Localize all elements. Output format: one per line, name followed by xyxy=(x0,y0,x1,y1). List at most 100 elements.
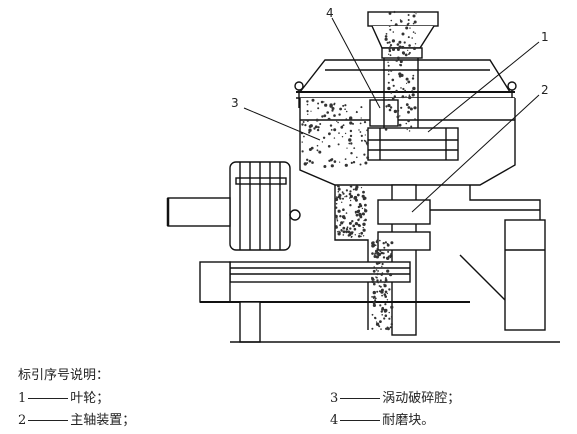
material-speckle xyxy=(362,226,364,229)
material-speckle xyxy=(358,225,360,228)
material-speckle xyxy=(347,230,351,234)
material-speckle xyxy=(355,213,359,217)
material-speckle xyxy=(411,37,414,39)
material-speckle xyxy=(385,106,388,108)
material-speckle xyxy=(362,235,365,237)
material-speckle xyxy=(337,190,340,193)
material-speckle xyxy=(339,231,341,234)
material-speckle xyxy=(341,215,346,219)
material-speckle xyxy=(345,195,348,198)
material-speckle xyxy=(386,41,389,44)
material-speckle xyxy=(383,281,386,284)
material-speckle xyxy=(331,109,334,112)
material-speckle xyxy=(336,219,339,222)
material-speckle xyxy=(306,100,309,103)
material-speckle xyxy=(375,322,380,326)
material-speckle xyxy=(379,320,382,323)
material-speckle xyxy=(339,224,342,227)
material-speckle xyxy=(374,252,377,255)
material-speckle xyxy=(405,103,409,106)
material-speckle xyxy=(360,139,363,142)
material-speckle xyxy=(352,188,355,191)
material-speckle xyxy=(333,103,336,106)
material-speckle xyxy=(361,207,364,210)
material-speckle xyxy=(376,290,379,293)
material-speckle xyxy=(384,241,387,244)
material-speckle xyxy=(364,209,366,211)
material-speckle xyxy=(377,270,379,272)
legend-item-1-text: 叶轮； xyxy=(70,391,110,406)
material-speckle xyxy=(395,89,398,93)
material-speckle xyxy=(409,27,411,29)
material-speckle xyxy=(320,100,324,104)
material-speckle xyxy=(407,19,410,21)
material-speckle xyxy=(348,138,352,142)
material-speckle xyxy=(378,262,381,265)
material-speckle xyxy=(366,129,368,132)
material-speckle xyxy=(405,26,409,30)
material-speckle xyxy=(399,19,402,21)
material-speckle xyxy=(411,77,415,80)
material-speckle xyxy=(341,136,344,138)
material-speckle xyxy=(335,202,338,205)
material-speckle xyxy=(397,112,399,114)
material-speckle xyxy=(342,124,345,127)
material-speckle xyxy=(384,290,388,294)
material-speckle xyxy=(412,46,417,51)
material-speckle xyxy=(352,161,356,164)
legend-item-2-num: 2 xyxy=(18,413,27,428)
material-speckle xyxy=(390,92,393,94)
material-speckle xyxy=(360,134,363,137)
material-speckle xyxy=(380,290,384,294)
material-speckle xyxy=(379,239,381,242)
legend-item-3-text: 涡动破碎腔； xyxy=(382,391,461,406)
material-speckle xyxy=(350,152,353,155)
material-speckle xyxy=(412,22,415,25)
material-speckle xyxy=(341,191,344,194)
material-speckle xyxy=(327,117,331,121)
legend-item-3-num: 3 xyxy=(330,391,339,406)
material-speckle xyxy=(349,185,352,188)
material-speckle xyxy=(344,163,348,167)
material-speckle xyxy=(342,104,345,107)
material-speckle xyxy=(381,265,383,268)
material-speckle xyxy=(404,53,408,57)
impeller xyxy=(367,127,459,161)
material-speckle xyxy=(372,303,376,307)
material-speckle xyxy=(386,243,389,245)
material-speckle xyxy=(308,128,312,132)
material-speckle xyxy=(379,250,382,253)
material-speckle xyxy=(349,190,352,193)
material-speckle xyxy=(358,212,362,216)
material-speckle xyxy=(384,249,386,251)
material-speckle xyxy=(379,285,382,288)
material-speckle xyxy=(349,199,352,202)
material-speckle xyxy=(311,161,314,164)
material-speckle xyxy=(385,33,388,35)
material-speckle xyxy=(316,149,319,152)
material-speckle xyxy=(383,309,387,313)
material-speckle xyxy=(337,209,341,213)
material-speckle xyxy=(306,103,309,106)
material-speckle xyxy=(371,280,375,284)
material-speckle xyxy=(357,223,360,226)
material-speckle xyxy=(389,106,393,109)
material-speckle xyxy=(315,118,319,122)
material-speckle xyxy=(350,235,353,238)
material-speckle xyxy=(408,96,412,100)
material-speckle xyxy=(308,131,311,134)
material-speckle xyxy=(339,107,342,111)
material-speckle xyxy=(330,129,333,131)
material-speckle xyxy=(396,115,400,119)
material-speckle xyxy=(391,97,395,100)
material-speckle xyxy=(373,282,376,286)
material-speckle xyxy=(414,32,416,34)
material-speckle xyxy=(336,120,338,122)
material-speckle xyxy=(384,35,388,38)
material-speckle xyxy=(334,197,339,202)
material-speckle xyxy=(401,32,405,36)
material-speckle xyxy=(333,114,336,117)
material-speckle xyxy=(412,31,415,33)
material-speckle xyxy=(345,212,348,214)
material-speckle xyxy=(321,115,324,118)
